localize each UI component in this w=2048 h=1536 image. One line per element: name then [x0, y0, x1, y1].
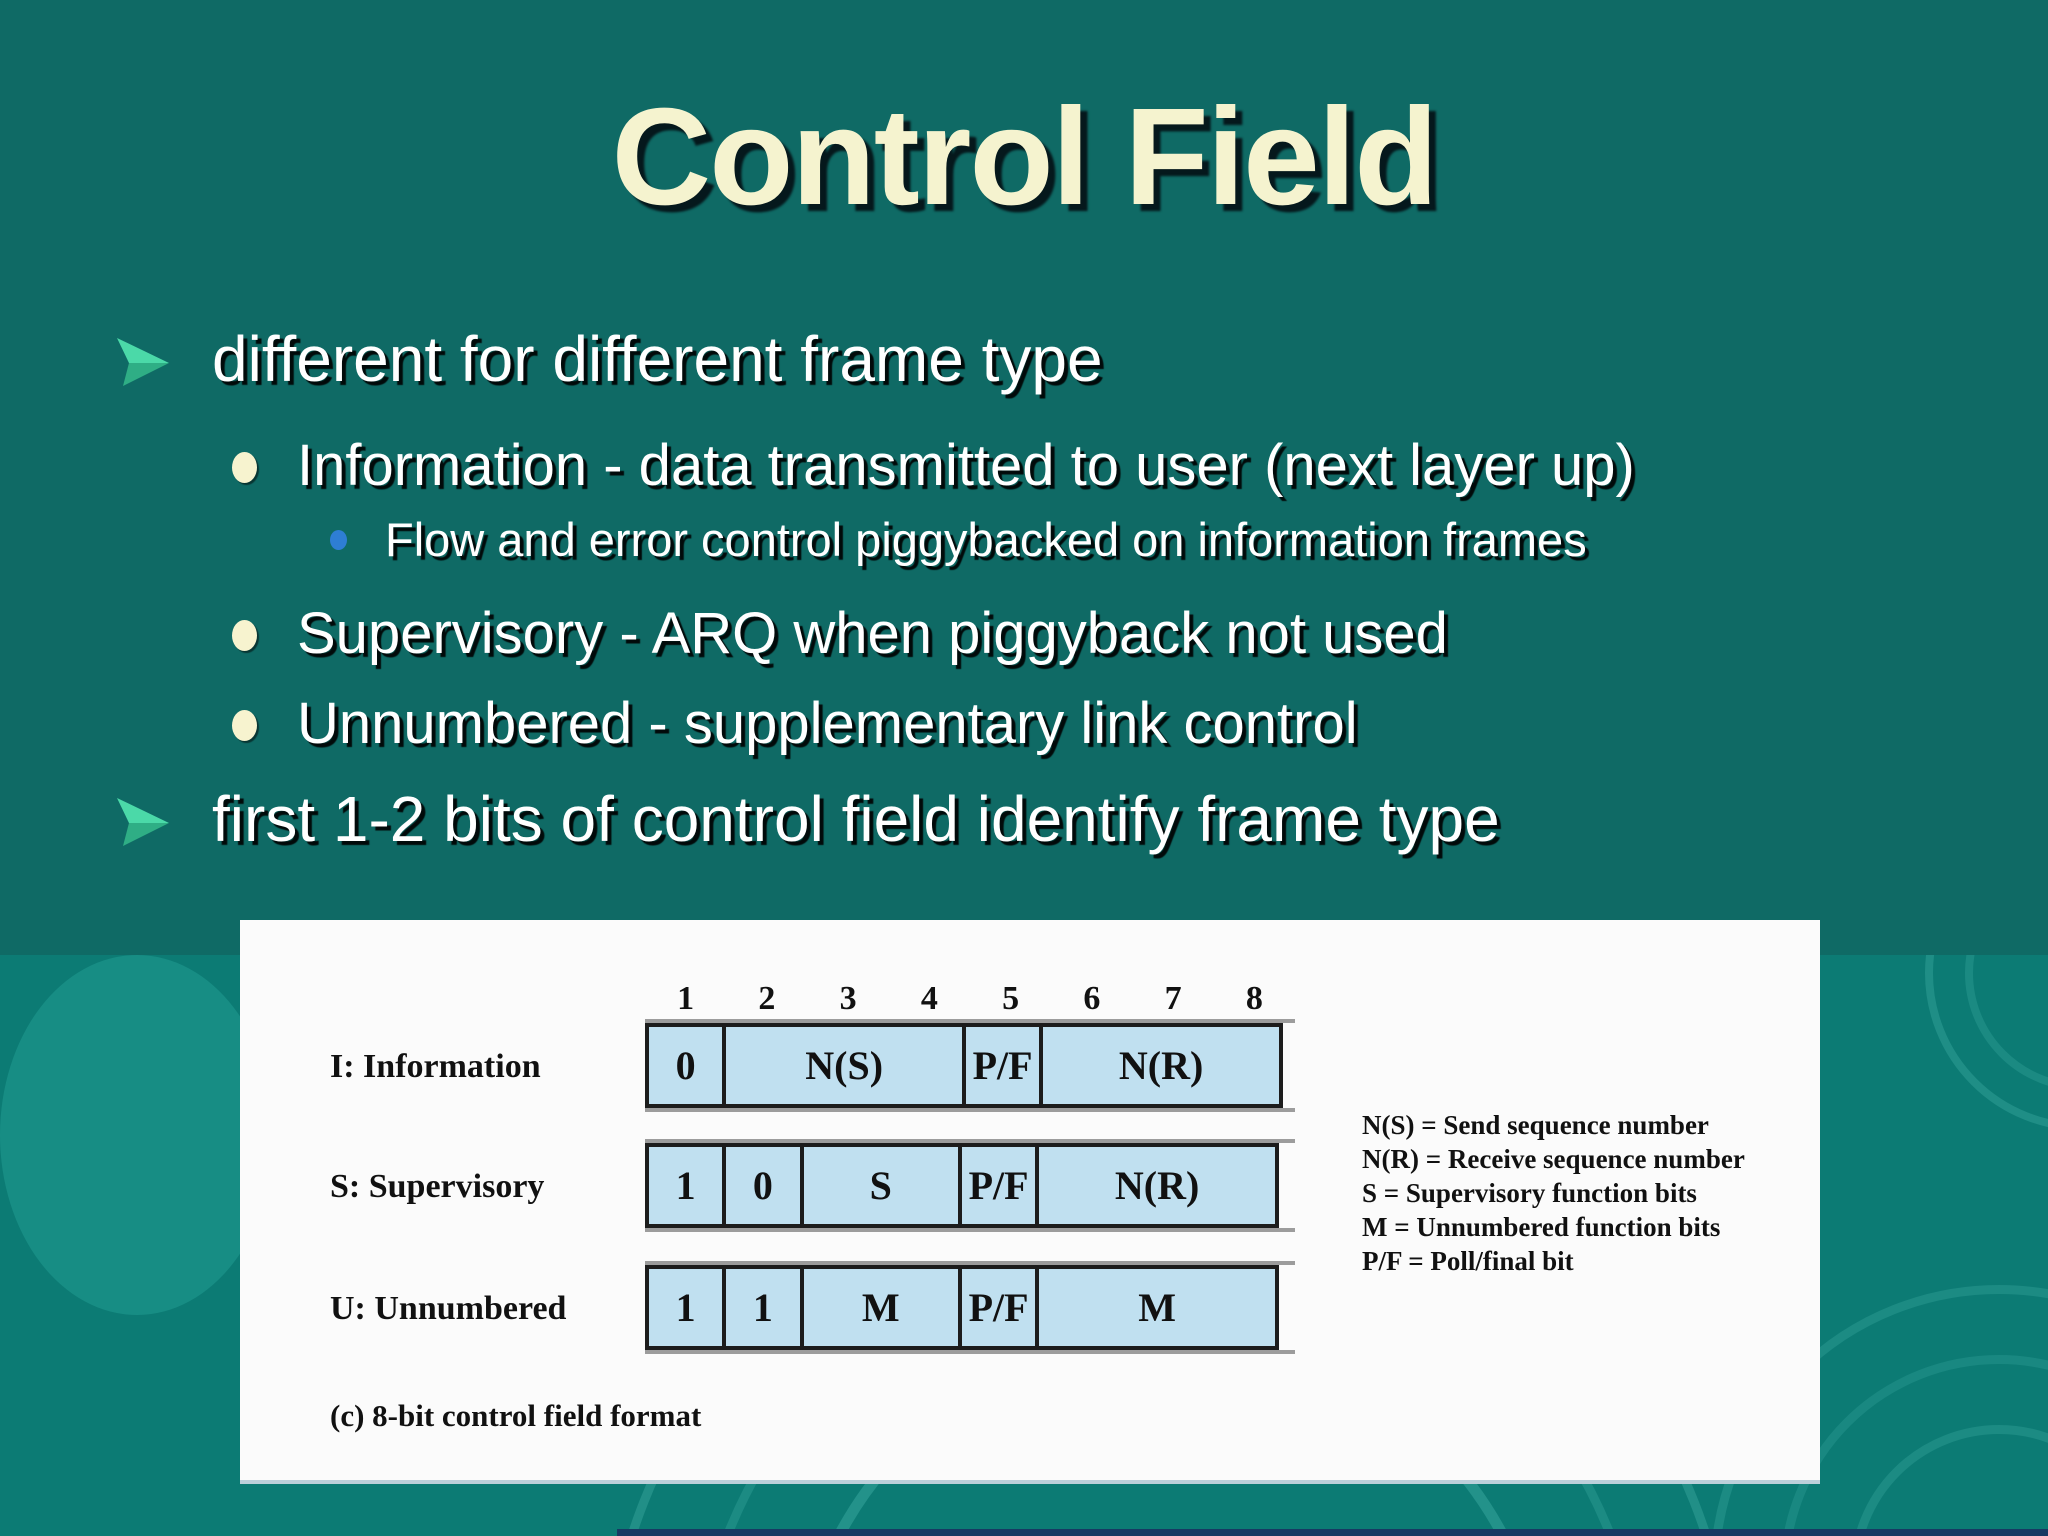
bit-cell: 0 — [722, 1143, 804, 1228]
figure-row-label: U: Unnumbered — [330, 1290, 567, 1327]
legend-line: M = Unnumbered function bits — [1362, 1212, 1721, 1242]
bit-cell: 0 — [645, 1023, 727, 1108]
legend-line: N(R) = Receive sequence number — [1362, 1144, 1745, 1174]
bullet-text: different for different frame type — [212, 323, 1103, 395]
dot-bullet-icon — [232, 620, 257, 651]
bit-cell: 1 — [645, 1143, 727, 1228]
bullet-item: Information - data transmitted to user (… — [232, 432, 1635, 499]
bit-number: 1 — [677, 980, 695, 1017]
legend-line: N(S) = Send sequence number — [1362, 1110, 1709, 1140]
dot-bullet-icon — [330, 530, 347, 550]
bit-cell: N(S) — [722, 1023, 966, 1108]
ripple-blob-decoration — [0, 955, 274, 1315]
information-frame-row: 0 N(S) P/F N(R) — [645, 1023, 1295, 1108]
bit-cell: M — [799, 1265, 962, 1350]
bit-cell: S — [799, 1143, 962, 1228]
bullet-item: Supervisory - ARQ when piggyback not use… — [232, 600, 1448, 667]
bit-number-row: 1 2 3 4 5 6 7 8 — [645, 980, 1295, 1018]
arrow-bullet-icon — [117, 798, 169, 846]
dot-bullet-icon — [232, 452, 257, 483]
bullet-text: Flow and error control piggybacked on in… — [385, 513, 1587, 566]
bullet-item: Flow and error control piggybacked on in… — [330, 512, 1587, 567]
figure-caption: (c) 8-bit control field format — [330, 1398, 702, 1433]
bit-number: 4 — [920, 980, 938, 1017]
bullet-item: Unnumbered - supplementary link control — [232, 690, 1358, 757]
control-field-figure: 1 2 3 4 5 6 7 8 I: Information S: Superv… — [240, 920, 1820, 1484]
bullet-text: Unnumbered - supplementary link control — [297, 691, 1358, 756]
figure-row-label: I: Information — [330, 1048, 541, 1085]
slide-title: Control Field — [611, 80, 1439, 234]
bit-number: 5 — [1002, 980, 1020, 1017]
bit-cell: 1 — [722, 1265, 804, 1350]
bit-number: 3 — [839, 980, 857, 1017]
bottom-navy-strip — [617, 1529, 2048, 1536]
bit-cell: N(R) — [1039, 1023, 1283, 1108]
bit-number: 6 — [1083, 980, 1101, 1017]
bit-number: 8 — [1245, 980, 1263, 1017]
bullet-text: Information - data transmitted to user (… — [297, 433, 1635, 498]
bit-number: 7 — [1164, 980, 1182, 1017]
arrow-bullet-icon — [117, 338, 169, 386]
bit-cell: P/F — [962, 1023, 1044, 1108]
bit-cell: P/F — [958, 1265, 1040, 1350]
bullet-text: Supervisory - ARQ when piggyback not use… — [297, 601, 1448, 666]
bit-number: 2 — [758, 980, 776, 1017]
bullet-item: different for different frame type — [112, 322, 1103, 396]
figure-row-label: S: Supervisory — [330, 1168, 545, 1205]
bit-cell: 1 — [645, 1265, 727, 1350]
legend-line: P/F = Poll/final bit — [1362, 1246, 1574, 1276]
legend-line: S = Supervisory function bits — [1362, 1178, 1697, 1208]
figure-legend: N(S) = Send sequence number N(R) = Recei… — [1362, 1108, 1745, 1278]
bit-cell: N(R) — [1035, 1143, 1279, 1228]
dot-bullet-icon — [232, 710, 257, 741]
bit-cell: M — [1035, 1265, 1279, 1350]
unnumbered-frame-row: 1 1 M P/F M — [645, 1265, 1295, 1350]
bullet-text: first 1-2 bits of control field identify… — [212, 783, 1500, 855]
bullet-item: first 1-2 bits of control field identify… — [112, 782, 1500, 856]
supervisory-frame-row: 1 0 S P/F N(R) — [645, 1143, 1295, 1228]
bit-cell: P/F — [958, 1143, 1040, 1228]
